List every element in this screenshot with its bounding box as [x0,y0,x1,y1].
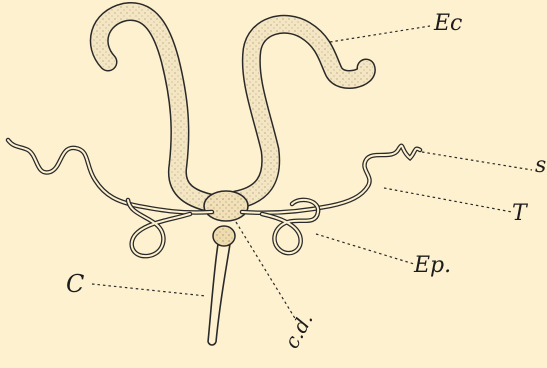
label-ep: Ep. [413,253,451,278]
leader-cd [236,222,296,320]
right-arm [236,24,366,200]
leader-t [384,188,512,212]
label-ec: Ec [433,11,462,36]
stalk [208,244,230,345]
leader-ep [316,234,414,264]
leader-ec [330,26,430,42]
left-arm [99,12,220,205]
label-cd: c.d. [279,309,317,353]
leader-c [92,284,206,296]
leader-s [422,152,532,170]
label-s: s [535,153,546,178]
label-c: C [66,270,84,298]
central-body [204,191,248,246]
label-t: T [512,201,529,226]
